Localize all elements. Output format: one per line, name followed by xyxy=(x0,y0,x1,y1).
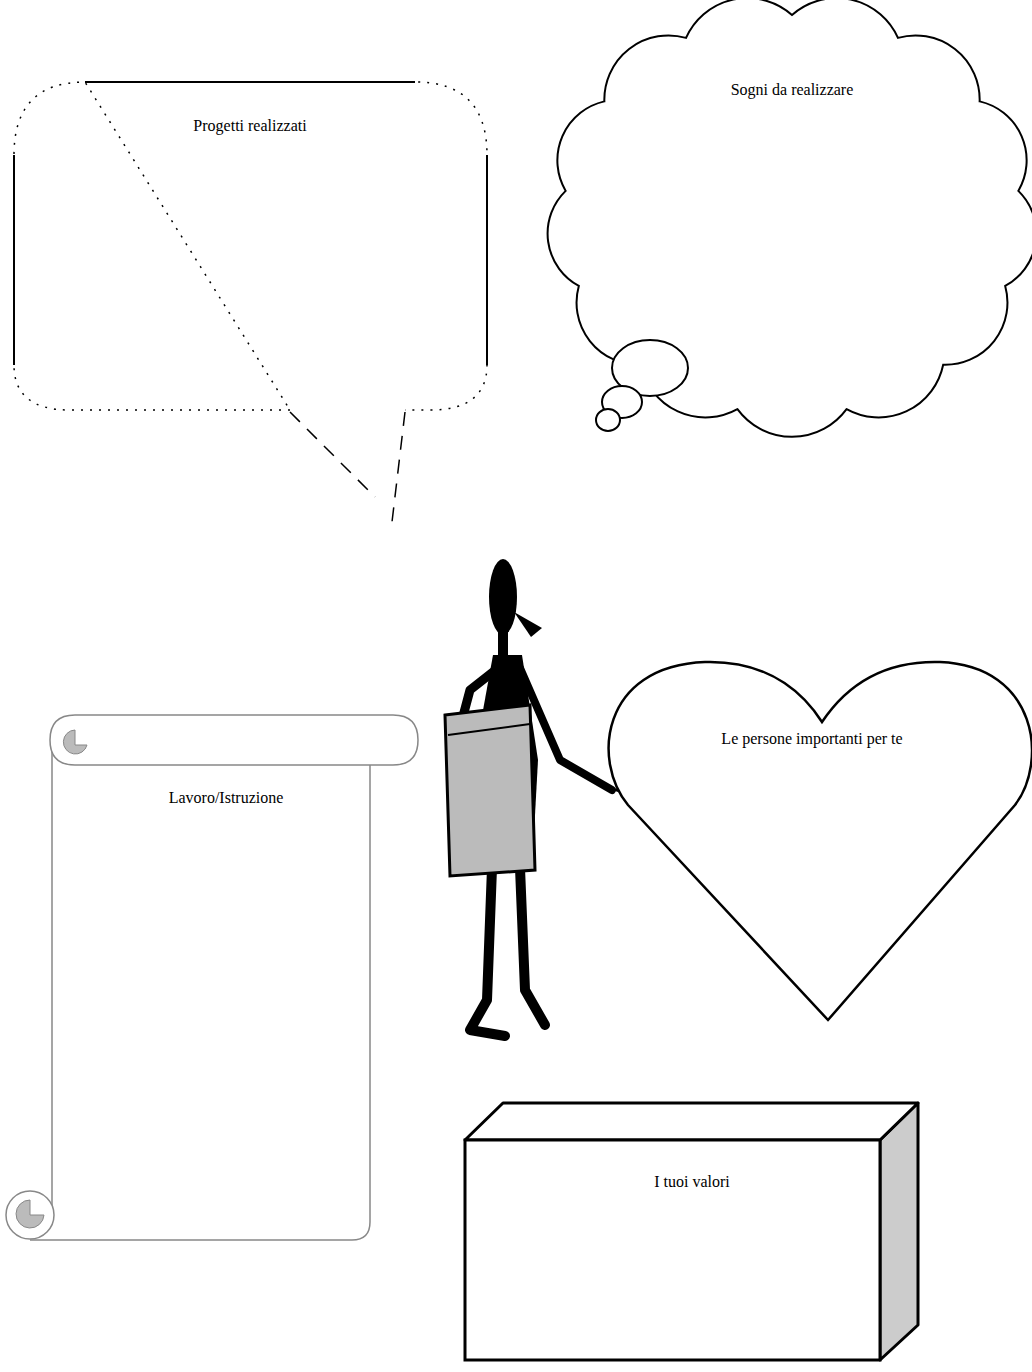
figure-leg xyxy=(520,868,545,1025)
thought-cloud-outline xyxy=(548,2,1030,440)
shape-label: Le persone importanti per te xyxy=(672,729,952,748)
box-top xyxy=(465,1103,918,1140)
bag-flap xyxy=(448,724,530,735)
speech-bubble-outline xyxy=(14,82,487,410)
heart-shape: Le persone importanti per te xyxy=(590,655,1030,1025)
box-3d: I tuoi valori xyxy=(462,1100,922,1364)
thought-bubble xyxy=(596,409,620,431)
box-side xyxy=(880,1103,918,1360)
scroll-body xyxy=(30,745,370,1240)
figure-head xyxy=(489,559,517,635)
shape-label: Progetti realizzati xyxy=(100,116,400,135)
scroll-bottom-roll xyxy=(6,1191,54,1239)
cloud-outline xyxy=(548,0,1032,437)
box-front xyxy=(465,1140,880,1360)
heart-outline xyxy=(609,662,1032,1020)
speech-bubble-edge xyxy=(14,82,487,365)
speech-bubble-tail xyxy=(290,412,405,522)
shape-label: Sogni da realizzare xyxy=(662,80,922,99)
heart-shape-outline xyxy=(590,655,1030,1025)
scroll-shape: Lavoro/Istruzione xyxy=(3,712,421,1244)
shape-label: I tuoi valori xyxy=(532,1172,852,1191)
speech-bubble-outline xyxy=(8,76,494,528)
scroll-top-roll xyxy=(50,715,418,765)
figure-cap xyxy=(514,612,542,637)
shape-label: Lavoro/Istruzione xyxy=(96,788,356,807)
speech-bubble: Progetti realizzati xyxy=(8,76,494,528)
scroll-curl xyxy=(16,1200,44,1228)
scroll-curl xyxy=(63,730,87,754)
figure-leg xyxy=(470,868,505,1036)
thought-cloud: Sogni da realizzare xyxy=(548,2,1030,440)
box-3d-outline xyxy=(462,1100,922,1364)
figure-arm xyxy=(520,668,612,790)
figure-bag xyxy=(445,705,535,876)
